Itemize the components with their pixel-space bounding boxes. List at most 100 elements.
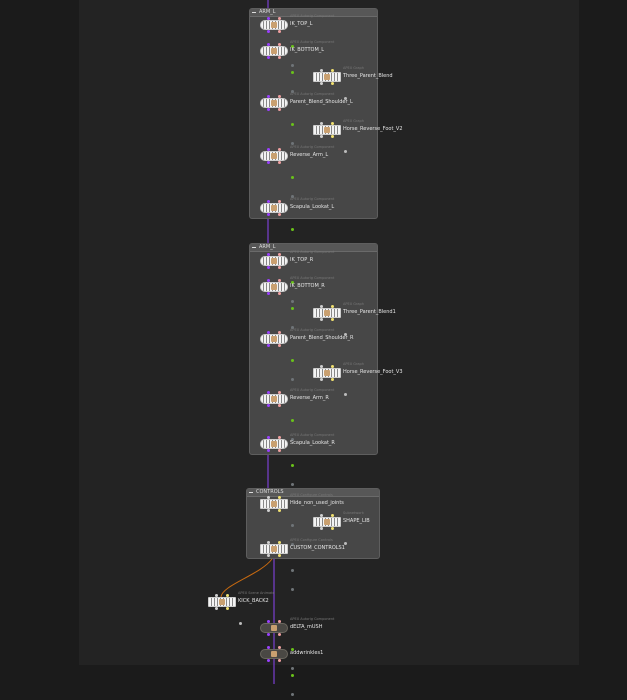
bypass-flag-icon[interactable]: [291, 569, 294, 572]
port-icon[interactable]: [278, 43, 281, 46]
display-flag-icon[interactable]: [291, 300, 294, 303]
port-icon[interactable]: [331, 378, 334, 381]
network-box-header[interactable]: ARM_L: [250, 9, 377, 17]
port-icon[interactable]: [278, 344, 281, 347]
flag-icon[interactable]: [344, 542, 347, 545]
port-icon[interactable]: [278, 292, 281, 295]
bypass-flag-icon[interactable]: [291, 123, 294, 126]
bypass-flag-icon[interactable]: [291, 524, 294, 527]
port-icon[interactable]: [331, 122, 334, 125]
port-icon[interactable]: [226, 594, 229, 597]
collapse-icon[interactable]: [252, 247, 256, 248]
flag-icon[interactable]: [344, 97, 347, 100]
bypass-flag-icon[interactable]: [291, 674, 294, 677]
node-name-label[interactable]: Horse_Reverse_Foot_V2: [343, 126, 403, 132]
port-icon[interactable]: [278, 95, 281, 98]
network-box-arm_l[interactable]: ARM_L: [249, 243, 378, 455]
port-icon[interactable]: [267, 148, 270, 151]
flag-icon[interactable]: [344, 333, 347, 336]
port-icon[interactable]: [331, 69, 334, 72]
node-name-label[interactable]: Scapula_Lookat_R: [290, 440, 335, 446]
port-icon[interactable]: [267, 404, 270, 407]
bypass-flag-icon[interactable]: [291, 464, 294, 467]
node-name-label[interactable]: SHAPE_LIB: [343, 518, 370, 524]
port-icon[interactable]: [278, 496, 281, 499]
port-icon[interactable]: [267, 659, 270, 662]
port-icon[interactable]: [267, 554, 270, 557]
port-icon[interactable]: [278, 200, 281, 203]
display-flag-icon[interactable]: [291, 378, 294, 381]
port-icon[interactable]: [267, 108, 270, 111]
port-icon[interactable]: [215, 607, 218, 610]
network-box-arm_l[interactable]: ARM_L: [249, 8, 378, 219]
port-icon[interactable]: [278, 659, 281, 662]
port-icon[interactable]: [267, 213, 270, 216]
flag-icon[interactable]: [344, 150, 347, 153]
port-icon[interactable]: [278, 161, 281, 164]
display-flag-icon[interactable]: [291, 543, 294, 546]
port-icon[interactable]: [278, 30, 281, 33]
port-icon[interactable]: [331, 135, 334, 138]
port-icon[interactable]: [267, 509, 270, 512]
port-icon[interactable]: [331, 318, 334, 321]
network-box-header[interactable]: ARM_L: [250, 244, 377, 252]
port-icon[interactable]: [278, 148, 281, 151]
port-icon[interactable]: [267, 646, 270, 649]
port-icon[interactable]: [320, 69, 323, 72]
port-icon[interactable]: [278, 253, 281, 256]
port-icon[interactable]: [267, 391, 270, 394]
port-icon[interactable]: [267, 292, 270, 295]
bypass-flag-icon[interactable]: [291, 359, 294, 362]
bypass-flag-icon[interactable]: [291, 228, 294, 231]
display-flag-icon[interactable]: [291, 64, 294, 67]
port-icon[interactable]: [278, 391, 281, 394]
port-icon[interactable]: [278, 509, 281, 512]
port-icon[interactable]: [267, 344, 270, 347]
display-flag-icon[interactable]: [291, 438, 294, 441]
port-icon[interactable]: [320, 82, 323, 85]
display-flag-icon[interactable]: [291, 483, 294, 486]
port-icon[interactable]: [278, 541, 281, 544]
node-name-label[interactable]: Three_Parent_Blend1: [343, 309, 396, 315]
display-flag-icon[interactable]: [291, 195, 294, 198]
collapse-icon[interactable]: [249, 492, 253, 493]
display-flag-icon[interactable]: [291, 326, 294, 329]
collapse-icon[interactable]: [252, 12, 256, 13]
node-name-label[interactable]: dELTA_mUSH: [290, 624, 323, 630]
flag-icon[interactable]: [239, 622, 242, 625]
node-name-label[interactable]: Horse_Reverse_Foot_V3: [343, 369, 403, 375]
node-name-label[interactable]: Parent_Blend_Shoulder_L: [290, 99, 353, 105]
port-icon[interactable]: [267, 95, 270, 98]
node-name-label[interactable]: Parent_Blend_Shoulder_R: [290, 335, 354, 341]
bypass-flag-icon[interactable]: [291, 281, 294, 284]
port-icon[interactable]: [320, 514, 323, 517]
port-icon[interactable]: [215, 594, 218, 597]
flag-icon[interactable]: [344, 393, 347, 396]
node-name-label[interactable]: Reverse_Arm_L: [290, 152, 329, 158]
port-icon[interactable]: [267, 30, 270, 33]
node-name-label[interactable]: KICK_BACK2: [238, 598, 269, 604]
port-icon[interactable]: [267, 161, 270, 164]
node-name-label[interactable]: IK_TOP_R: [290, 257, 314, 263]
port-icon[interactable]: [320, 135, 323, 138]
port-icon[interactable]: [267, 620, 270, 623]
port-icon[interactable]: [267, 279, 270, 282]
bypass-flag-icon[interactable]: [291, 45, 294, 48]
port-icon[interactable]: [320, 122, 323, 125]
port-icon[interactable]: [267, 436, 270, 439]
port-icon[interactable]: [320, 365, 323, 368]
port-icon[interactable]: [278, 17, 281, 20]
port-icon[interactable]: [331, 527, 334, 530]
